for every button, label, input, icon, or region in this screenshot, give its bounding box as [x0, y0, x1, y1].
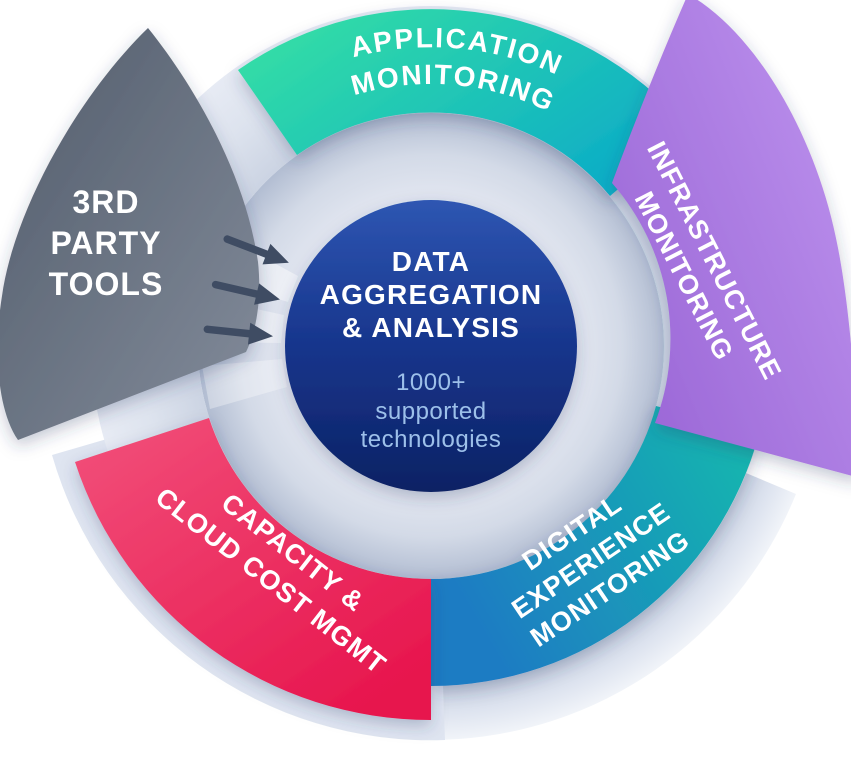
- hub-subtitle-line1: 1000+: [396, 369, 466, 396]
- third-party-label-line3: TOOLS: [49, 266, 164, 302]
- third-party-petal: [0, 28, 260, 440]
- capacity-arc: [75, 418, 431, 721]
- third-party-label-line2: PARTY: [50, 225, 161, 261]
- segment-application-monitoring: APPLICATION MONITORING: [238, 9, 689, 197]
- central-hub: DATA AGGREGATION & ANALYSIS 1000+ suppor…: [285, 200, 577, 492]
- inflow-arrow: [211, 280, 280, 305]
- inflow-arrows: [203, 235, 289, 345]
- infrastructure-petal: [612, 0, 851, 476]
- inflow-arrow: [223, 235, 289, 265]
- hub-title-line2: AGGREGATION: [320, 279, 543, 310]
- digital-experience-arc: [431, 406, 759, 686]
- hub-title-line3: & ANALYSIS: [342, 312, 520, 343]
- inflow-arrow: [203, 322, 273, 345]
- segment-third-party-tools: 3RD PARTY TOOLS: [0, 28, 260, 440]
- hub-subtitle-line2: supported: [375, 398, 486, 425]
- hub-title-line1: DATA: [392, 246, 470, 277]
- application-monitoring-arc: [238, 9, 689, 197]
- hub-subtitle-line3: technologies: [361, 426, 502, 453]
- hub-circle: [285, 200, 577, 492]
- inner-ring: [198, 113, 665, 579]
- third-party-label-line1: 3RD: [72, 184, 139, 220]
